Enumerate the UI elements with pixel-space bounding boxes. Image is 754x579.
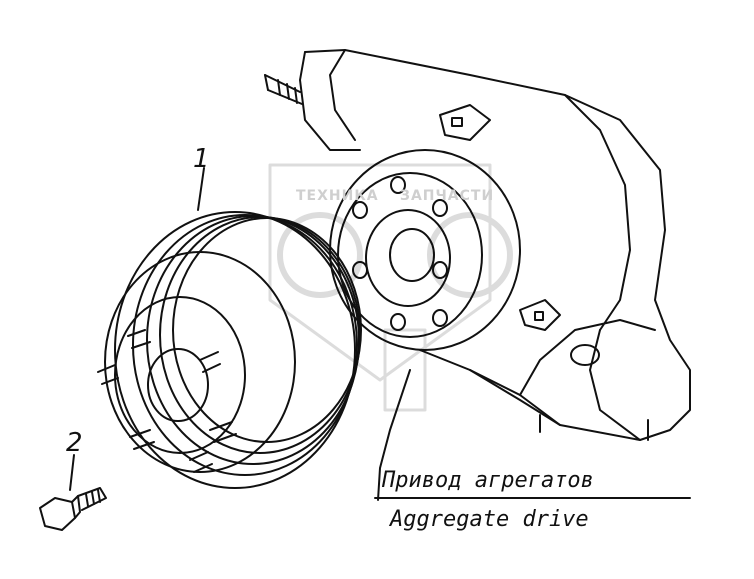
flange-bolt-holes — [352, 176, 448, 331]
bolt-part-2 — [39, 487, 107, 531]
watermark-text-right: ЗАПЧАСТИ — [400, 188, 495, 204]
watermark-text-left: ТЕХНИКА — [296, 188, 379, 204]
leader-line-part-1 — [197, 167, 205, 211]
part-number-1: 1 — [193, 144, 210, 174]
part-number-2: 2 — [66, 428, 83, 458]
caption-leader-line — [374, 369, 691, 501]
watermark-logo — [268, 163, 513, 412]
leader-line-part-2 — [69, 454, 75, 491]
caption-russian: Привод агрегатов — [382, 468, 594, 493]
caption-english: Aggregate drive — [390, 507, 589, 532]
pulley-part-1 — [97, 211, 362, 489]
pulley-studs — [97, 329, 237, 473]
